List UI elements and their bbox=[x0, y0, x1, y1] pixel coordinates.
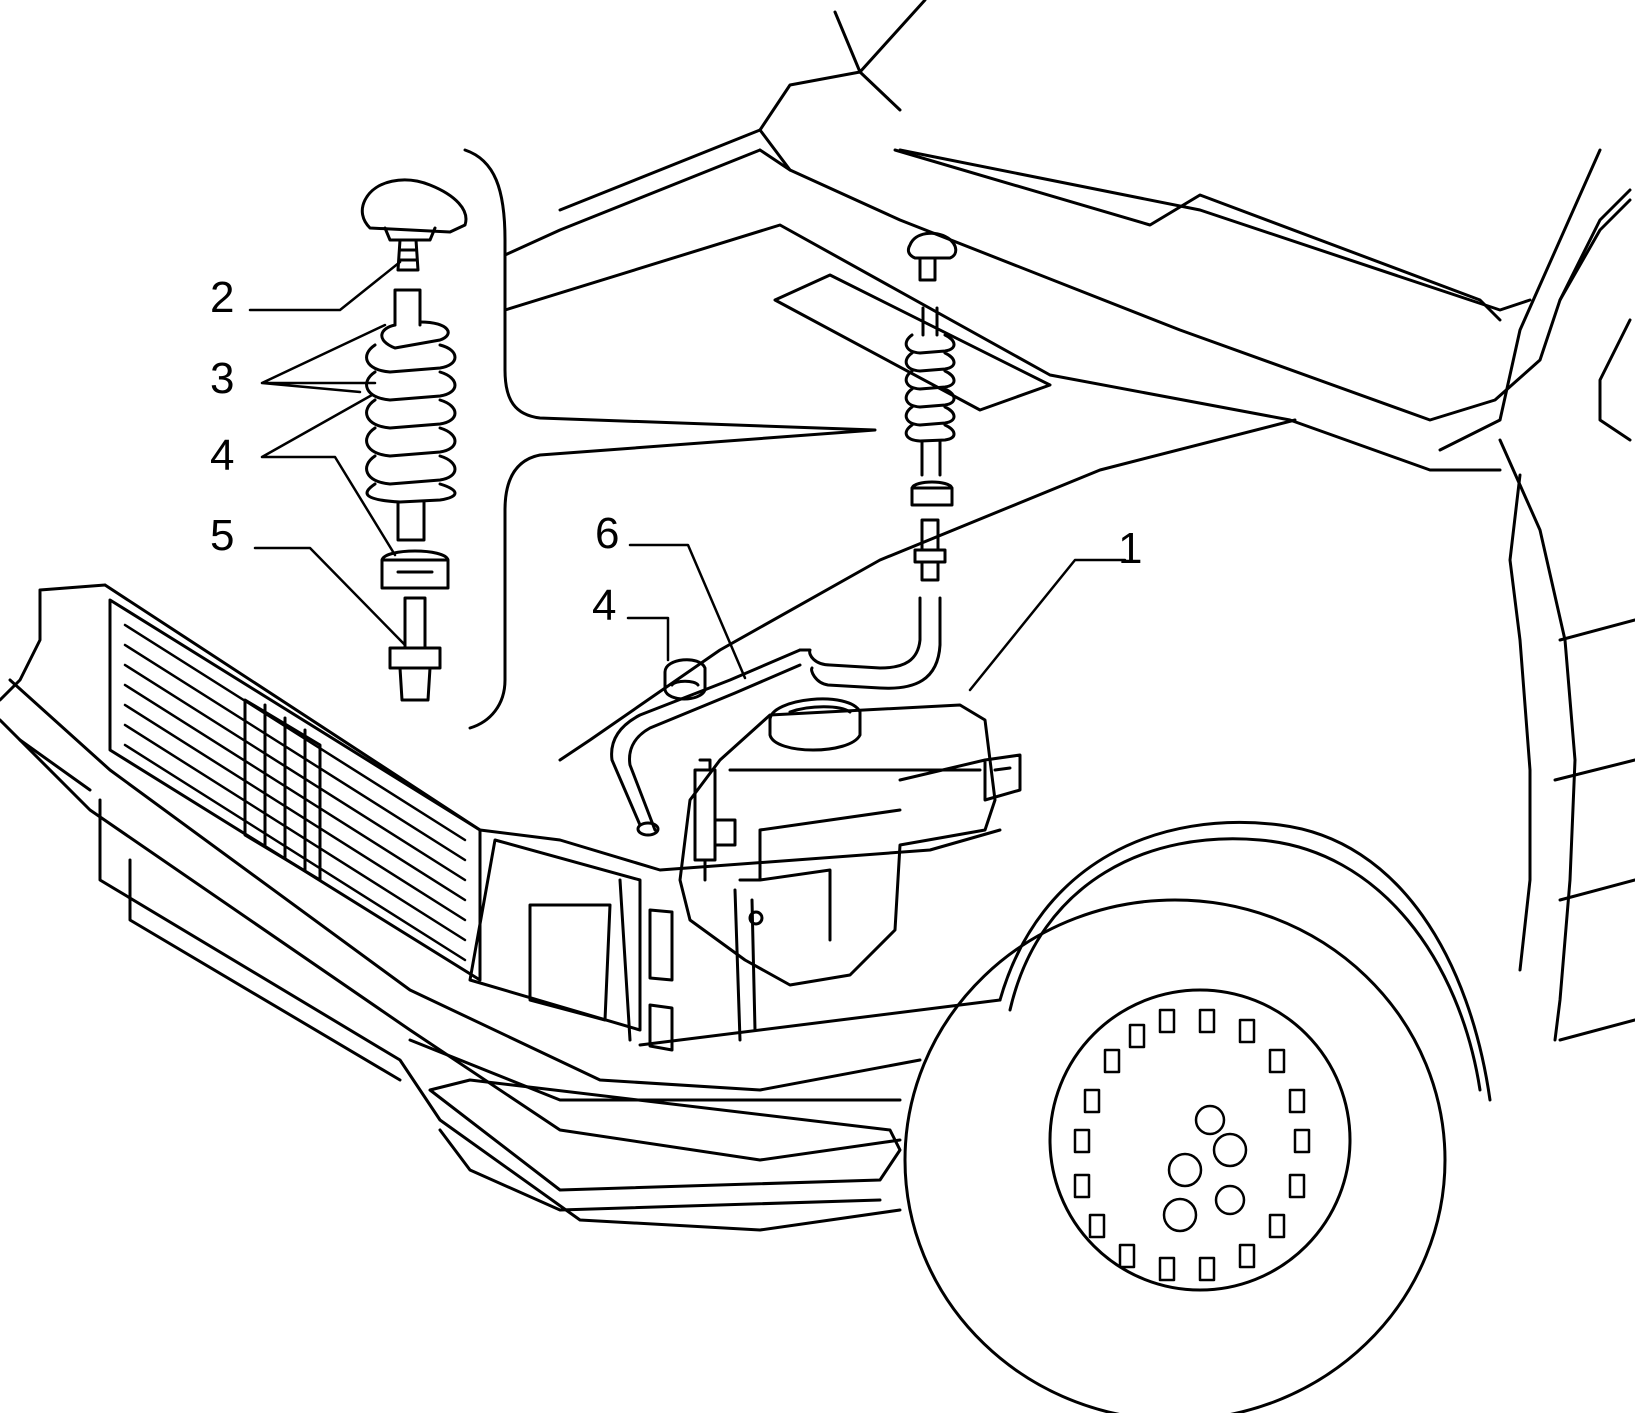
connector-installed bbox=[913, 518, 947, 582]
grommet-exploded bbox=[380, 549, 450, 590]
coil-spring-installed bbox=[904, 333, 956, 443]
nozzle-head-exploded bbox=[360, 178, 468, 234]
callout-4-top: 4 bbox=[210, 431, 234, 480]
washer-pump bbox=[693, 758, 737, 882]
grommet-installed bbox=[910, 480, 954, 507]
coil-spring-exploded bbox=[365, 320, 457, 504]
grille-slats bbox=[123, 623, 467, 962]
leader-4a bbox=[260, 393, 397, 557]
headlight-edge bbox=[618, 878, 1002, 1047]
bumper-top bbox=[8, 678, 922, 1092]
reservoir-body bbox=[678, 703, 997, 987]
grille-frame bbox=[108, 598, 482, 982]
reservoir-seams bbox=[728, 768, 982, 942]
reservoir-cap bbox=[768, 697, 862, 752]
leader-6 bbox=[628, 543, 747, 680]
headlight bbox=[468, 838, 1002, 1052]
hose-top-exploded bbox=[393, 288, 422, 327]
callout-5: 5 bbox=[210, 511, 234, 560]
roof-line bbox=[858, 0, 1532, 312]
front-face bbox=[0, 583, 1002, 872]
windshield-glass bbox=[893, 148, 1632, 322]
door-edge bbox=[1553, 618, 1635, 1042]
exploded-view-bracket bbox=[463, 148, 877, 730]
callout-4-bottom: 4 bbox=[592, 581, 616, 630]
hood-front-edge bbox=[558, 418, 1297, 762]
callout-leaders bbox=[248, 260, 1127, 692]
headlight-lens bbox=[528, 903, 612, 1022]
grommet-loose bbox=[663, 658, 707, 701]
hose-mid-installed bbox=[920, 439, 942, 477]
leader-4b bbox=[626, 616, 670, 662]
reservoir-bracket bbox=[898, 753, 1022, 802]
callout-2: 2 bbox=[210, 273, 234, 322]
leader-3 bbox=[260, 323, 387, 394]
bumper-lower bbox=[98, 798, 902, 1232]
fender-crease bbox=[1508, 473, 1532, 972]
leader-1 bbox=[968, 558, 1127, 692]
hubcap bbox=[1048, 988, 1352, 1292]
wheel-nuts bbox=[1162, 1104, 1248, 1233]
fender-line bbox=[1498, 438, 1577, 1042]
connector-exploded bbox=[388, 596, 442, 702]
callout-labels: 2 3 4 5 6 4 1 bbox=[210, 273, 1142, 630]
leader-2 bbox=[248, 260, 402, 312]
hubcap-vents bbox=[1073, 1008, 1311, 1282]
installed-nozzle-assembly bbox=[798, 231, 958, 690]
feed-hose bbox=[798, 596, 942, 690]
reservoir-bolt bbox=[748, 910, 764, 926]
tyre bbox=[903, 898, 1447, 1413]
hose-loose bbox=[610, 648, 802, 832]
leader-5 bbox=[253, 546, 407, 647]
windshield-frame bbox=[758, 10, 1632, 422]
callout-6: 6 bbox=[595, 509, 619, 558]
headlight-housing bbox=[468, 838, 642, 1032]
car-body bbox=[0, 0, 1635, 1232]
a-pillar bbox=[1438, 148, 1632, 452]
lower-valance bbox=[128, 858, 882, 1212]
bumper-bottom bbox=[0, 718, 902, 1162]
fog-recess bbox=[428, 1078, 902, 1192]
wheel-arch bbox=[1008, 837, 1482, 1092]
bumper-stripe bbox=[18, 738, 902, 1102]
front-wheel bbox=[903, 820, 1492, 1413]
nozzle-head-installed bbox=[906, 231, 958, 282]
callout-3: 3 bbox=[210, 354, 234, 403]
grille bbox=[108, 598, 482, 982]
exploded-nozzle-assembly bbox=[360, 148, 877, 730]
washer-reservoir bbox=[678, 697, 1022, 1042]
grille-badge bbox=[243, 698, 322, 882]
nozzle-thread bbox=[396, 238, 420, 272]
indicator-lens bbox=[648, 908, 674, 1052]
loose-parts bbox=[610, 648, 802, 837]
hood-recess bbox=[773, 273, 1052, 412]
callout-1: 1 bbox=[1118, 524, 1142, 573]
hose-loose-end bbox=[636, 821, 660, 837]
hose-top-installed bbox=[921, 306, 939, 337]
wheel-arch-inner bbox=[998, 820, 1492, 1102]
cowl-line bbox=[503, 128, 792, 257]
hose-bottom-exploded bbox=[396, 500, 426, 542]
